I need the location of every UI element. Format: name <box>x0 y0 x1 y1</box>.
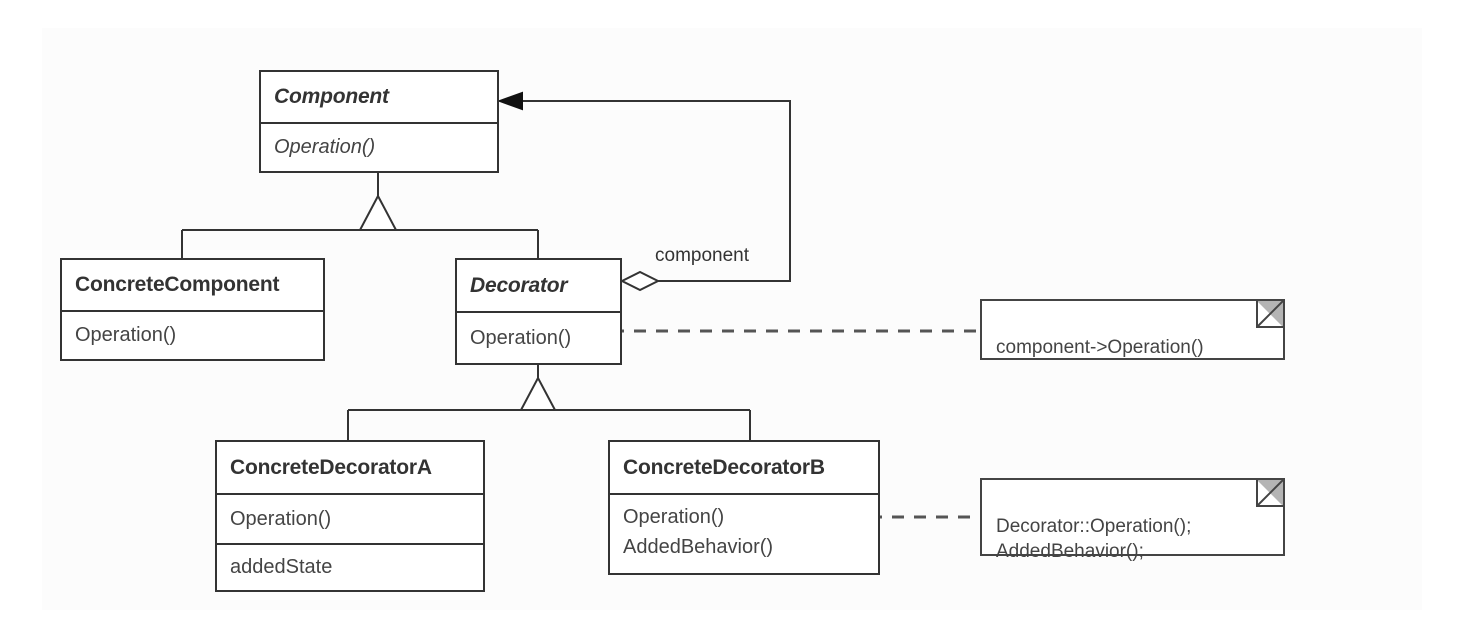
class-name-compartment: ConcreteDecoratorB <box>610 442 878 493</box>
operation-concrete-decorator-b-addedbehavior: AddedBehavior() <box>623 536 774 559</box>
note-decorator-operation[interactable]: component->Operation() <box>980 299 1285 360</box>
generalization-component <box>181 173 539 258</box>
operation-concrete-decorator-b-operation: Operation() <box>623 506 725 528</box>
note-decorator-b-operation[interactable]: Decorator::Operation(); AddedBehavior(); <box>980 478 1285 562</box>
class-name-compartment: Decorator <box>457 260 620 311</box>
class-box-concrete-component[interactable]: ConcreteComponent Operation() <box>60 258 325 361</box>
note-text-decorator: component->Operation() <box>996 336 1204 358</box>
class-operations-compartment: Operation() <box>217 493 483 543</box>
class-operations-compartment: Operation() <box>62 310 323 359</box>
note-fold-line-icon <box>1256 301 1283 328</box>
class-name-concrete-decorator-b: ConcreteDecoratorB <box>623 455 825 479</box>
operation-concrete-decorator-a-operation: Operation() <box>230 507 332 530</box>
class-box-concrete-decorator-a[interactable]: ConcreteDecoratorA Operation() addedStat… <box>215 440 485 592</box>
class-name-compartment: Component <box>261 72 497 122</box>
note-fold-line-icon <box>1256 480 1283 507</box>
class-name-decorator: Decorator <box>470 273 568 297</box>
class-box-component[interactable]: Component Operation() <box>259 70 499 173</box>
class-operations-compartment: Operation() <box>457 311 620 363</box>
class-name-concrete-component: ConcreteComponent <box>75 273 280 296</box>
class-attributes-compartment: addedState <box>217 543 483 590</box>
operation-concrete-component-operation: Operation() <box>75 324 177 346</box>
note-text-decorator-b: Decorator::Operation(); AddedBehavior(); <box>996 515 1192 563</box>
class-name-concrete-decorator-a: ConcreteDecoratorA <box>230 455 432 479</box>
class-operations-compartment: Operation() AddedBehavior() <box>610 493 878 573</box>
operation-decorator-operation: Operation() <box>470 326 572 349</box>
aggregation-decorator-component <box>497 91 791 292</box>
class-box-decorator[interactable]: Decorator Operation() <box>455 258 622 365</box>
aggregation-role-label: component <box>655 245 750 266</box>
class-name-component: Component <box>274 85 389 108</box>
note-link-decorator <box>596 323 980 339</box>
class-name-compartment: ConcreteComponent <box>62 260 323 310</box>
attribute-concrete-decorator-a-addedstate: addedState <box>230 556 333 578</box>
generalization-decorator <box>347 365 751 440</box>
operation-component-operation: Operation() <box>274 136 376 158</box>
class-operations-compartment: Operation() <box>261 122 497 171</box>
class-name-compartment: ConcreteDecoratorA <box>217 442 483 493</box>
class-box-concrete-decorator-b[interactable]: ConcreteDecoratorB Operation() AddedBeha… <box>608 440 880 575</box>
